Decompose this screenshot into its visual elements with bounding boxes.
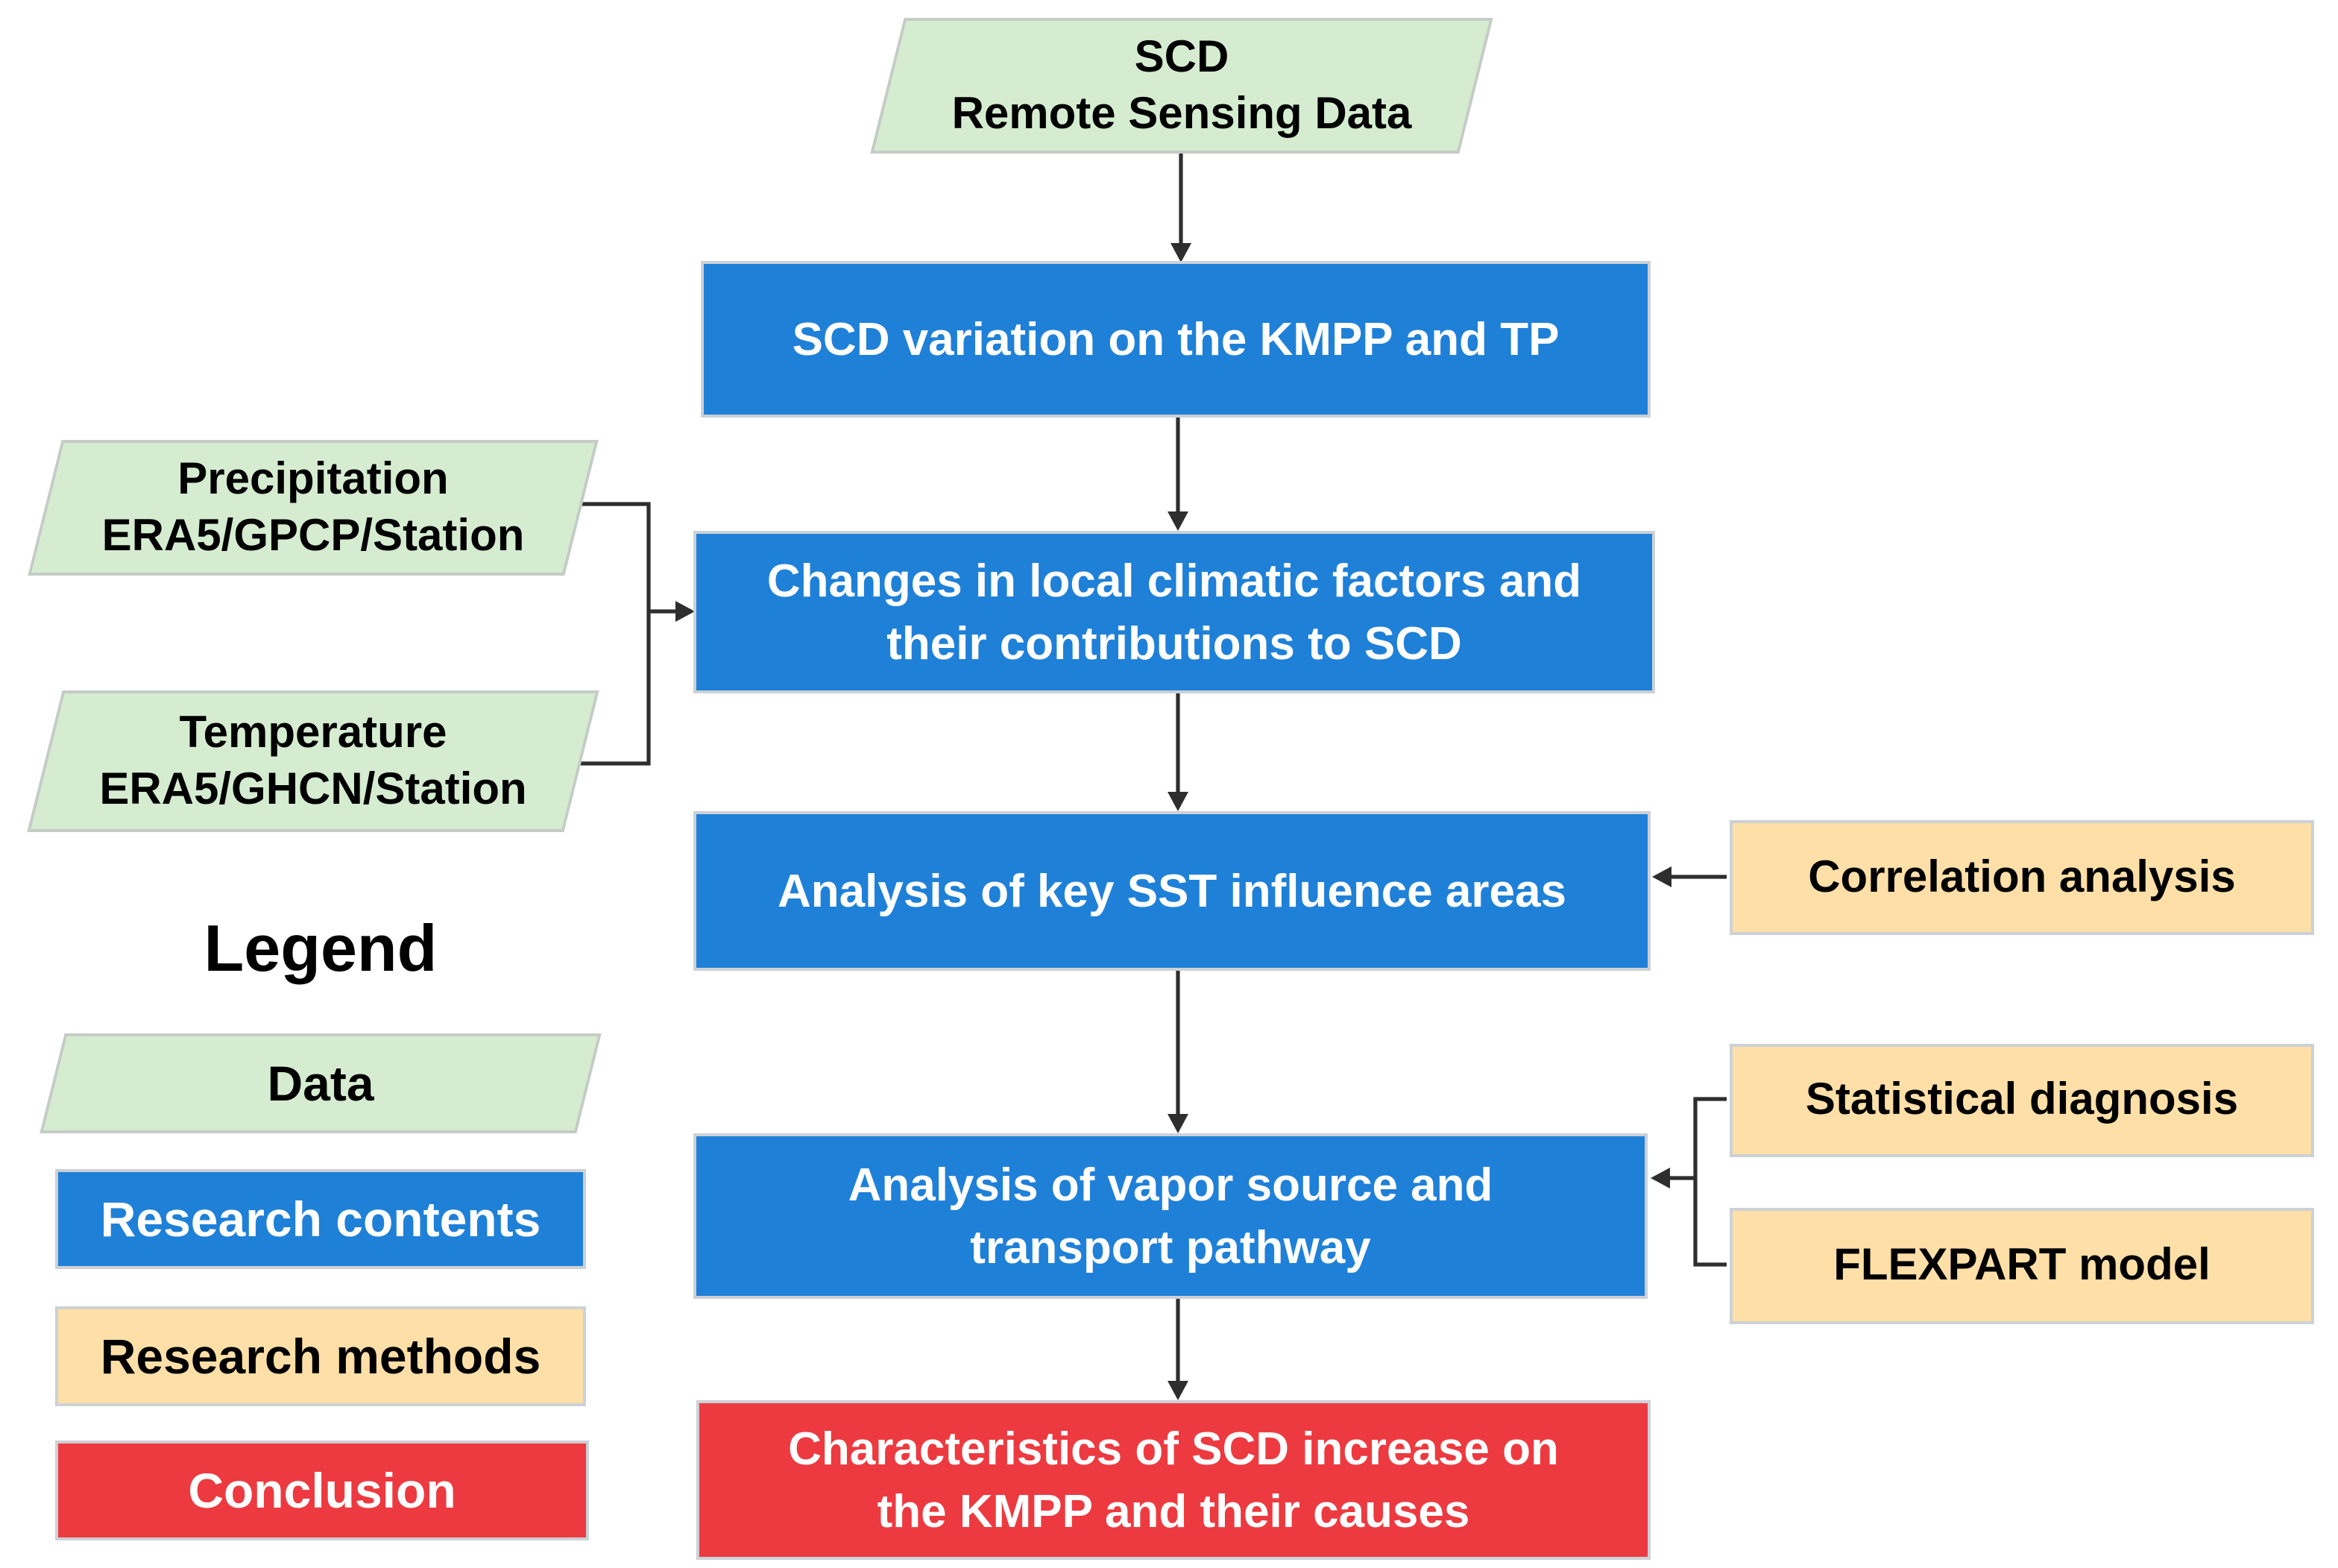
legend-item-research-methods: Research methods bbox=[55, 1306, 586, 1406]
node-text-line: SCD variation on the KMPP and TP bbox=[792, 312, 1560, 365]
node-vapor-source-pathway: Analysis of vapor source and transport p… bbox=[693, 1133, 1648, 1299]
node-text-line: Changes in local climatic factors and bbox=[766, 554, 1582, 606]
legend-item-label: Data bbox=[267, 1055, 374, 1110]
node-text-line: Characteristics of SCD increase on bbox=[788, 1422, 1559, 1474]
node-temperature: Temperature ERA5/GHCN/Station bbox=[27, 690, 599, 832]
node-text-line: SCD bbox=[1134, 32, 1229, 81]
node-text-line: Statistical diagnosis bbox=[1805, 1075, 2239, 1124]
node-text-line: their contributions to SCD bbox=[886, 617, 1462, 669]
legend-item-label: Conclusion bbox=[188, 1462, 456, 1517]
node-statistical-diagnosis: Statistical diagnosis bbox=[1730, 1044, 2314, 1157]
node-text-line: ERA5/GPCP/Station bbox=[101, 511, 525, 560]
node-text-line: FLEXPART model bbox=[1833, 1241, 2211, 1290]
node-text-line: Correlation analysis bbox=[1808, 852, 2236, 901]
node-scd-variation: SCD variation on the KMPP and TP bbox=[701, 261, 1651, 418]
arrow-scd-data-to-variation bbox=[1170, 154, 1191, 262]
node-text-line: Analysis of vapor source and bbox=[848, 1158, 1493, 1210]
node-flexpart-model: FLEXPART model bbox=[1730, 1208, 2314, 1324]
legend-item-label: Research contents bbox=[100, 1191, 541, 1246]
node-text-line: Remote Sensing Data bbox=[951, 89, 1412, 138]
arrow-correlation-to-sst bbox=[1652, 866, 1727, 887]
node-correlation-analysis: Correlation analysis bbox=[1730, 820, 2314, 935]
legend-title: Legend bbox=[204, 913, 438, 986]
node-text-line: Temperature bbox=[179, 708, 447, 757]
legend-item-conclusion: Conclusion bbox=[55, 1441, 589, 1540]
node-precipitation: Precipitation ERA5/GPCP/Station bbox=[28, 440, 599, 576]
arrow-variation-to-local-factors bbox=[1168, 418, 1188, 531]
node-local-climatic-factors: Changes in local climatic factors and th… bbox=[693, 531, 1655, 693]
node-text-line: Analysis of key SST influence areas bbox=[778, 864, 1566, 916]
arrow-vapor-to-conclusion bbox=[1168, 1299, 1188, 1400]
node-text-line: ERA5/GHCN/Station bbox=[99, 764, 527, 813]
node-scd-remote-sensing-data: SCD Remote Sensing Data bbox=[870, 18, 1493, 154]
arrow-sst-to-vapor bbox=[1168, 971, 1188, 1133]
arrow-local-factors-to-sst bbox=[1168, 693, 1188, 811]
node-text-line: the KMPP and their causes bbox=[877, 1484, 1470, 1537]
legend-item-label: Research methods bbox=[100, 1328, 541, 1383]
node-text-line: Precipitation bbox=[177, 454, 449, 503]
legend-item-data: Data bbox=[40, 1033, 602, 1133]
connector-right-bracket bbox=[1651, 1097, 1727, 1267]
node-conclusion: Characteristics of SCD increase on the K… bbox=[696, 1400, 1651, 1560]
node-text-line: transport pathway bbox=[970, 1221, 1371, 1273]
legend-item-research-contents: Research contents bbox=[55, 1169, 586, 1269]
node-sst-influence-areas: Analysis of key SST influence areas bbox=[693, 811, 1651, 971]
